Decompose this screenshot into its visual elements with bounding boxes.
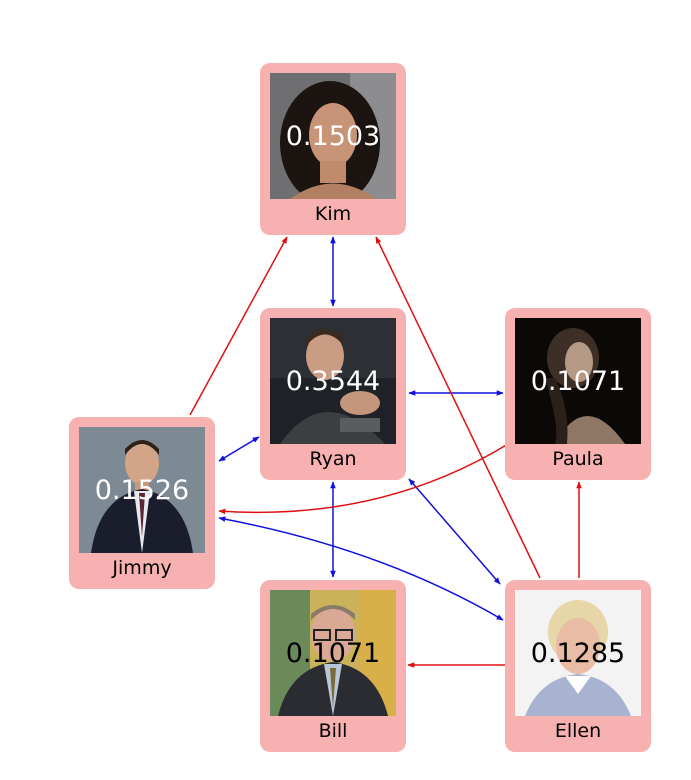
node-kim[interactable]: 0.1503 Kim	[260, 63, 406, 235]
node-paula[interactable]: 0.1071 Paula	[505, 308, 651, 480]
jimmy-photo: 0.1526	[79, 427, 205, 553]
woman-portrait-icon	[270, 73, 396, 199]
edge-paula-to-jimmy	[218, 443, 509, 515]
edge-jimmy-to-kim	[189, 236, 288, 416]
ryan-photo: 0.3544	[270, 318, 396, 444]
node-name: Kim	[314, 203, 352, 225]
man-with-glasses-portrait-icon	[270, 590, 396, 716]
kim-photo: 0.1503	[270, 73, 396, 199]
node-score: 0.1526	[94, 474, 190, 506]
node-ellen[interactable]: 0.1285 Ellen	[505, 580, 651, 752]
edge-ryan-jimmy	[218, 436, 260, 462]
man-portrait-icon	[79, 427, 205, 553]
node-name: Paula	[552, 448, 604, 470]
node-score: 0.1071	[285, 637, 381, 669]
node-name: Ellen	[554, 720, 602, 742]
node-score: 0.1285	[530, 637, 626, 669]
edge-ellen-to-kim	[375, 236, 541, 579]
node-score: 0.1071	[530, 365, 626, 397]
node-bill[interactable]: 0.1071 Bill	[260, 580, 406, 752]
node-score: 0.1503	[285, 120, 381, 152]
node-score: 0.3544	[285, 365, 381, 397]
man-portrait-icon	[270, 318, 396, 444]
node-name: Jimmy	[112, 557, 172, 579]
woman-portrait-icon	[515, 590, 641, 716]
node-jimmy[interactable]: 0.1526 Jimmy	[69, 417, 215, 589]
node-name: Bill	[318, 720, 348, 742]
node-name: Ryan	[309, 448, 357, 470]
bill-photo: 0.1071	[270, 590, 396, 716]
woman-portrait-icon	[515, 318, 641, 444]
paula-photo: 0.1071	[515, 318, 641, 444]
node-ryan[interactable]: 0.3544 Ryan	[260, 308, 406, 480]
edge-ryan-ellen	[408, 478, 501, 585]
ellen-photo: 0.1285	[515, 590, 641, 716]
edge-jimmy-ellen	[218, 516, 504, 621]
